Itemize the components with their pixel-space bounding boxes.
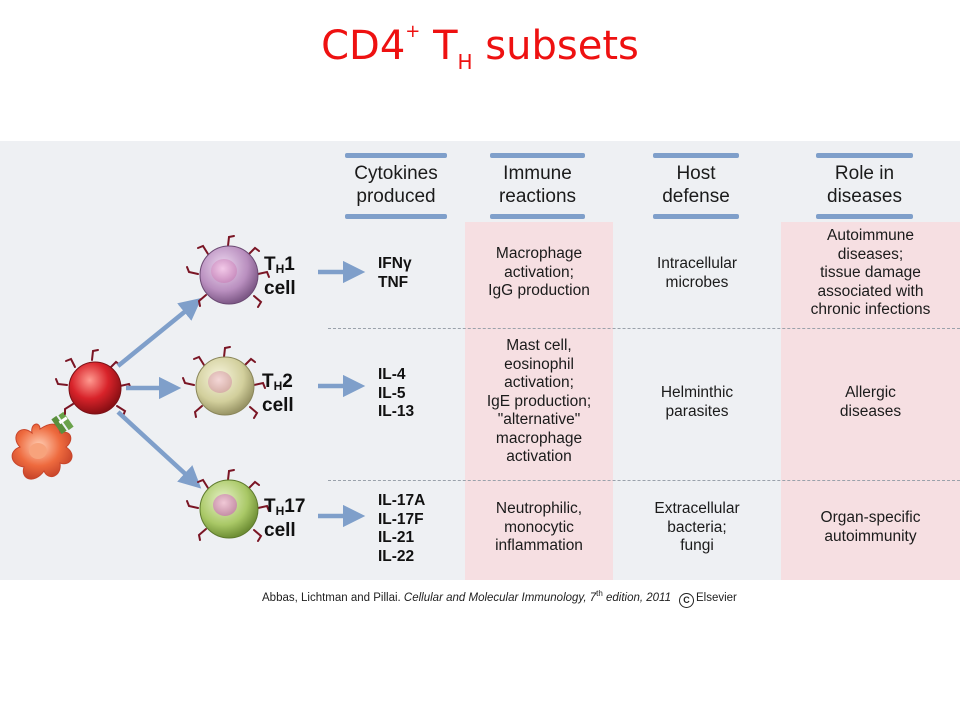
header-bar-bottom bbox=[816, 214, 913, 219]
arrow-to-th17 bbox=[116, 410, 202, 489]
th17-cell bbox=[186, 469, 270, 542]
th1-label-sub: H bbox=[275, 262, 285, 276]
th2-immune-reactions: Mast cell, eosinophil activation; IgE pr… bbox=[486, 337, 592, 465]
citation-publisher: Elsevier bbox=[695, 591, 737, 604]
cytokine-item: IL-22 bbox=[378, 547, 415, 565]
th17-label-t: T bbox=[264, 496, 276, 517]
th1-immune-reactions: Macrophage activation; IgG production bbox=[488, 245, 590, 299]
header-host-defense: Host defense bbox=[653, 153, 739, 219]
header-bar-top bbox=[490, 153, 585, 158]
copyright-icon: C bbox=[678, 592, 694, 608]
header-cytokines-label: Cytokines produced bbox=[354, 163, 438, 207]
th2-host-defense: Helminthic parasites bbox=[660, 384, 734, 420]
th2-cell bbox=[182, 346, 266, 419]
tcr-mhc-contact bbox=[51, 411, 74, 435]
header-bar-bottom bbox=[653, 214, 739, 219]
th2-label: TH2 cell bbox=[262, 372, 294, 416]
header-role-in-diseases: Role in diseases bbox=[816, 153, 913, 219]
th17-host-defense: Extracellular bacteria; fungi bbox=[654, 500, 740, 554]
citation: Abbas, Lichtman and Pillai. Cellular and… bbox=[262, 589, 737, 608]
title-t: T bbox=[420, 23, 458, 69]
cell-diagram bbox=[11, 235, 366, 542]
header-cytokines: Cytokines produced bbox=[345, 153, 447, 219]
page-title: CD4+ TH subsets bbox=[0, 6, 960, 88]
th17-role-in-diseases: Organ-specific autoimmunity bbox=[820, 509, 921, 545]
th17-label-num: 17 bbox=[284, 496, 306, 517]
secretion-arrows bbox=[318, 260, 366, 528]
th1-cell bbox=[186, 235, 270, 308]
th1-label-t: T bbox=[264, 254, 276, 275]
differentiation-arrows bbox=[116, 297, 202, 489]
th17-label-sub: H bbox=[275, 504, 285, 518]
th1-host-defense: Intracellular microbes bbox=[656, 255, 738, 291]
cytokine-item: IL-13 bbox=[378, 403, 415, 420]
antigen-presenting-cell bbox=[11, 423, 73, 480]
header-bar-bottom bbox=[345, 214, 447, 219]
header-role-in-diseases-label: Role in diseases bbox=[827, 163, 902, 207]
th2-role-in-diseases: Allergic diseases bbox=[839, 384, 902, 420]
cytokine-item: TNF bbox=[378, 273, 409, 291]
title-rest: subsets bbox=[472, 23, 639, 69]
cytokine-item: IL-5 bbox=[378, 384, 406, 402]
citation-book: Cellular and Molecular Immunology, 7 bbox=[403, 591, 597, 604]
th17-immune-reactions: Neutrophilic, monocytic inflammation bbox=[495, 500, 583, 554]
title-subscript: H bbox=[457, 50, 473, 74]
title-cd4: CD4 bbox=[321, 23, 406, 69]
naive-t-cell bbox=[55, 349, 132, 417]
th2-label-sub: H bbox=[273, 379, 283, 393]
row-divider-2 bbox=[328, 480, 960, 481]
header-host-defense-label: Host defense bbox=[662, 163, 730, 207]
th17-cytokines: IL-17A IL-17F IL-21 IL-22 bbox=[378, 492, 425, 566]
th2-cytokines: IL-4 IL-5 IL-13 bbox=[378, 366, 414, 422]
th1-cytokines: IFNγ TNF bbox=[378, 255, 412, 292]
citation-edition: edition, 2011 bbox=[602, 591, 671, 604]
th2-label-t: T bbox=[262, 371, 274, 392]
th1-label: TH1 cell bbox=[264, 255, 296, 299]
header-immune-reactions: Immune reactions bbox=[490, 153, 585, 219]
immune-reactions-highlight bbox=[465, 222, 613, 580]
th1-label-num: 1 bbox=[284, 254, 295, 275]
cytokine-item: IFNγ bbox=[378, 255, 412, 272]
header-immune-reactions-label: Immune reactions bbox=[498, 163, 577, 207]
th2-label-cell: cell bbox=[262, 395, 294, 416]
th1-label-cell: cell bbox=[264, 278, 296, 299]
citation-authors: Abbas, Lichtman and Pillai. bbox=[262, 591, 404, 604]
header-bar-top bbox=[653, 153, 739, 158]
header-bar-top bbox=[816, 153, 913, 158]
th2-label-num: 2 bbox=[282, 371, 293, 392]
title-superscript: + bbox=[405, 21, 421, 42]
th17-label: TH17 cell bbox=[264, 497, 305, 541]
cytokine-item: IL-21 bbox=[378, 529, 415, 546]
role-in-diseases-highlight bbox=[781, 222, 960, 580]
th17-label-cell: cell bbox=[264, 520, 296, 541]
row-divider-1 bbox=[328, 328, 960, 329]
header-bar-bottom bbox=[490, 214, 585, 219]
header-bar-top bbox=[345, 153, 447, 158]
arrow-to-th1 bbox=[116, 297, 202, 368]
th1-role-in-diseases: Autoimmune diseases; tissue damage assoc… bbox=[810, 227, 931, 318]
th-subsets-figure: Cytokines produced Immune reactions Host… bbox=[0, 141, 960, 580]
cytokine-item: IL-17A bbox=[378, 492, 426, 509]
citation-edition-sup: th bbox=[596, 589, 603, 598]
cytokine-item: IL-17F bbox=[378, 510, 424, 528]
cytokine-item: IL-4 bbox=[378, 366, 406, 383]
